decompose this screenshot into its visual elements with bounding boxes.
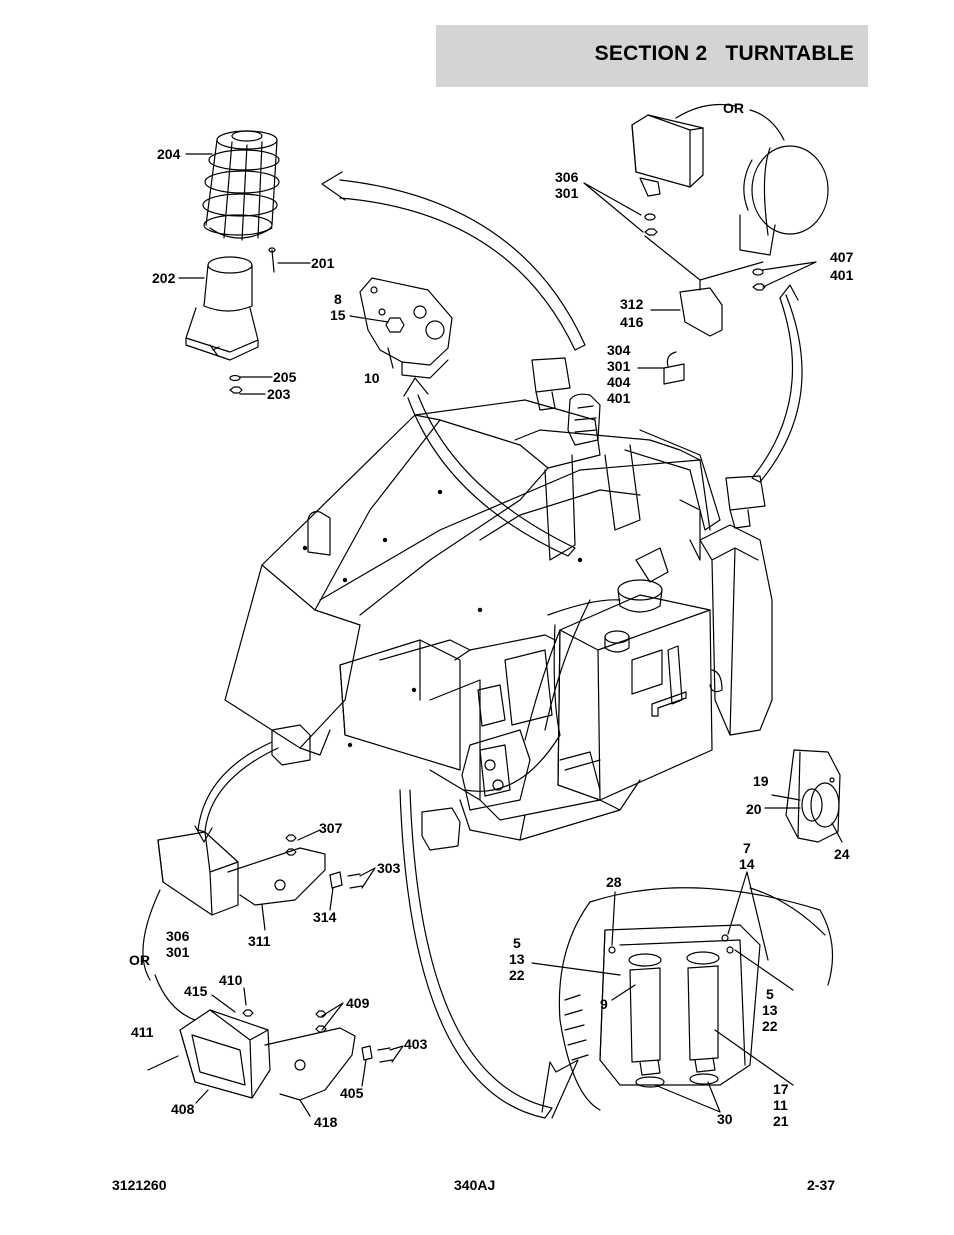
callout-19: 19	[753, 773, 769, 789]
callout-311: 311	[248, 933, 271, 949]
callout-401-top: 401	[830, 267, 854, 283]
callout-28: 28	[606, 874, 622, 890]
callout-405: 405	[340, 1085, 364, 1101]
flow-arrows	[194, 171, 803, 1119]
callout-24: 24	[834, 846, 850, 862]
callout-14: 14	[739, 856, 755, 872]
callout-201: 201	[311, 255, 335, 271]
callout-416: 416	[620, 314, 644, 330]
callout-30: 30	[717, 1111, 733, 1127]
callout-or-left: OR	[129, 952, 150, 968]
callout-17: 17	[773, 1081, 789, 1097]
callout-415: 415	[184, 983, 208, 999]
callout-20: 20	[746, 801, 762, 817]
callout-306-left: 306	[166, 928, 190, 944]
callout-301-mid: 301	[607, 358, 631, 374]
callout-10: 10	[364, 370, 380, 386]
callout-22-right: 22	[762, 1018, 778, 1034]
callout-403: 403	[404, 1036, 428, 1052]
callout-205: 205	[273, 369, 297, 385]
mounting-plate-assembly	[349, 277, 453, 379]
callout-306-top: 306	[555, 169, 579, 185]
callout-13-left: 13	[509, 951, 525, 967]
callout-301-left: 301	[166, 944, 190, 960]
callout-307: 307	[319, 820, 343, 836]
callout-203: 203	[267, 386, 291, 402]
callout-202: 202	[152, 270, 176, 286]
callout-11: 11	[773, 1097, 788, 1113]
callout-7: 7	[743, 840, 751, 856]
callout-5-right: 5	[766, 986, 774, 1002]
callout-314: 314	[313, 909, 337, 925]
callout-411: 411	[131, 1024, 154, 1040]
callout-404: 404	[607, 374, 631, 390]
callout-409: 409	[346, 995, 370, 1011]
callout-407: 407	[830, 249, 854, 265]
callout-5-left: 5	[513, 935, 521, 951]
callout-or-top: OR	[723, 100, 744, 116]
section-header: SECTION 2 TURNTABLE	[436, 25, 868, 87]
callout-8: 8	[334, 291, 342, 307]
callout-15: 15	[330, 307, 346, 323]
callout-labels: 204 201 202 205 203 8 15 10 OR 306 301 4…	[129, 100, 854, 1130]
cylinder-detail-assembly	[531, 871, 834, 1113]
section-title: SECTION 2 TURNTABLE	[594, 42, 854, 65]
swing-drive-assembly	[764, 749, 843, 843]
model-number: 340AJ	[454, 1177, 496, 1193]
callout-204: 204	[157, 146, 181, 162]
turntable-assembly	[224, 357, 773, 851]
callout-13-right: 13	[762, 1002, 778, 1018]
callout-418: 418	[314, 1114, 338, 1130]
callout-304: 304	[607, 342, 631, 358]
callout-9: 9	[600, 996, 608, 1012]
flood-light-options	[583, 103, 829, 385]
callout-410: 410	[219, 972, 243, 988]
callout-301-top: 301	[555, 185, 579, 201]
callout-401-mid: 401	[607, 390, 631, 406]
callout-312: 312	[620, 296, 644, 312]
work-light-options	[142, 829, 404, 1117]
beacon-light-assembly	[178, 130, 311, 395]
callout-408: 408	[171, 1101, 195, 1117]
doc-number: 3121260	[112, 1177, 167, 1193]
page-number: 2-37	[807, 1177, 836, 1193]
callout-303: 303	[377, 860, 401, 876]
callout-22-left: 22	[509, 967, 525, 983]
callout-21: 21	[773, 1113, 789, 1129]
